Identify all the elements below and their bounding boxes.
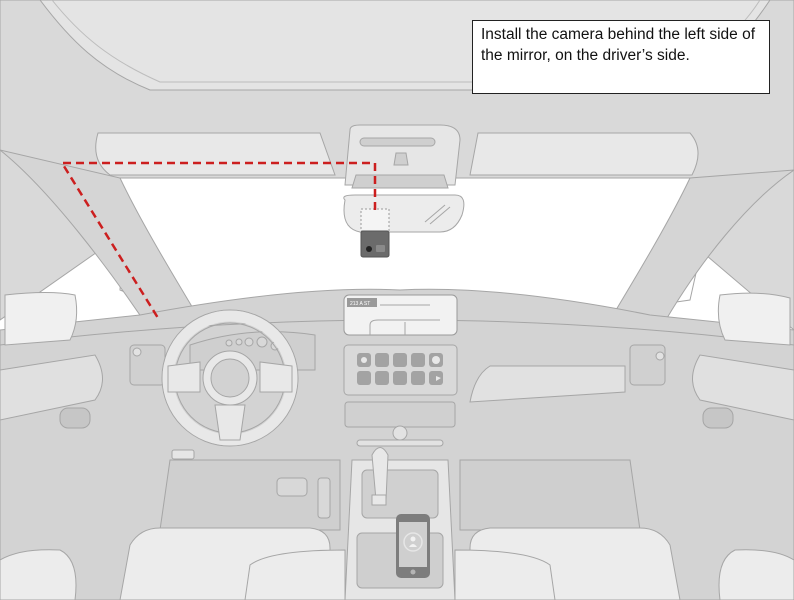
seat-passenger-inner (454, 549, 556, 600)
center-navigation-screen (343, 294, 458, 336)
door-handle-right (702, 407, 734, 429)
callout-text: Install the camera behind the left side … (481, 26, 755, 64)
instruction-callout: Install the camera behind the left side … (472, 20, 770, 94)
steering-wheel (161, 309, 299, 447)
phone-icon (393, 353, 407, 367)
brake-pedal (276, 477, 308, 497)
maps-icon (393, 371, 407, 385)
screen-address-label: 213 A ST (350, 301, 370, 307)
seat-passenger-bolster (718, 549, 794, 600)
obd-port (171, 449, 195, 460)
side-mirror-left (4, 292, 78, 346)
gear-shifter (371, 447, 389, 501)
door-handle-left (59, 407, 91, 429)
audio-icon (375, 371, 389, 385)
infotainment-panel (343, 344, 458, 396)
music-icon (375, 353, 389, 367)
sun-visor-right (469, 132, 699, 176)
accelerator-pedal (317, 477, 331, 519)
wifi-icon (357, 371, 371, 385)
footwell-left (159, 459, 341, 531)
footwell-right (459, 459, 641, 531)
door-panel-right (692, 354, 794, 421)
vent-right (629, 344, 666, 386)
podcast-icon (411, 353, 425, 367)
seat-driver-inner (244, 549, 346, 600)
seat-driver-bolster (0, 549, 77, 600)
dash-camera (360, 208, 390, 258)
climate-controls (344, 401, 456, 428)
overhead-console (344, 124, 461, 189)
smartphone (396, 514, 430, 578)
dash-trim-right (469, 365, 626, 403)
sun-visor-left (95, 132, 336, 176)
side-mirror-right (717, 292, 791, 346)
book-icon (411, 371, 425, 385)
door-panel-left (0, 354, 103, 421)
